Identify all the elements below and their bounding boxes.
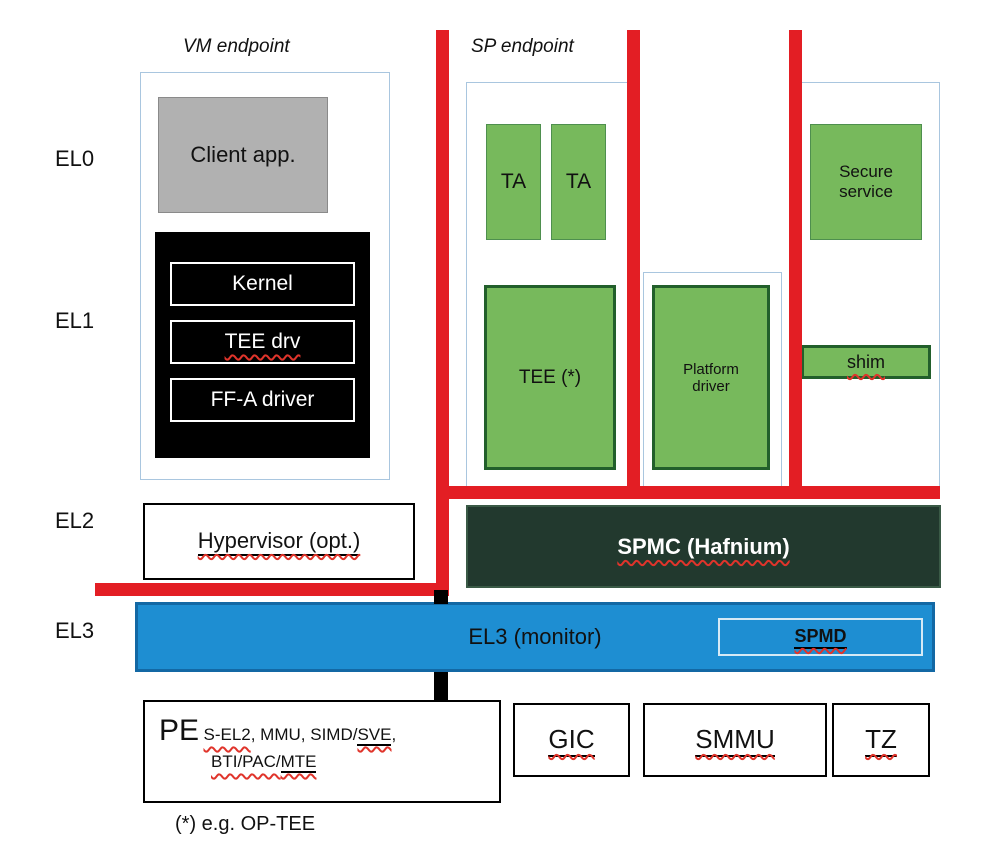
client-app-label: Client app.: [190, 142, 296, 167]
secure-service-label: Secure service: [839, 162, 893, 201]
ta-box-1: TA: [486, 124, 541, 240]
sp-endpoint-title: SP endpoint: [471, 36, 574, 57]
spmc-label: SPMC (Hafnium): [617, 533, 790, 559]
black-connector-top: [434, 590, 448, 604]
spmd-label: SPMD: [794, 626, 847, 649]
platform-driver-label: Platform driver: [683, 360, 739, 395]
black-connector-bottom: [434, 672, 448, 700]
kernel-box: Kernel: [170, 262, 355, 306]
hypervisor-label: Hypervisor (opt.): [197, 528, 361, 556]
pe-line1: PE S-EL2, MMU, SIMD/SVE,: [159, 714, 489, 748]
kernel-stack-container: Kernel TEE drv FF-A driver: [155, 232, 370, 458]
pe-feature-mid: , MMU, SIMD/: [250, 725, 358, 744]
el3-monitor-bar: EL3 (monitor): [135, 602, 935, 672]
secure-service-box: Secure service: [810, 124, 922, 240]
tz-box: TZ: [832, 703, 930, 777]
pe-feature-mte: MTE: [280, 752, 317, 773]
pe-label: PE: [159, 714, 200, 747]
tee-drv-label: TEE drv: [224, 330, 301, 353]
kernel-label: Kernel: [232, 272, 293, 295]
el3-monitor-label: EL3 (monitor): [468, 624, 602, 649]
shim-label: shim: [846, 351, 885, 372]
hypervisor-box: Hypervisor (opt.): [143, 503, 415, 580]
pe-box: PE S-EL2, MMU, SIMD/SVE, BTI/PAC/MTE: [143, 700, 501, 803]
pe-feature-comma: ,: [391, 725, 397, 744]
pe-feature-sve: SVE: [357, 725, 392, 746]
footnote: (*) e.g. OP-TEE: [175, 813, 316, 835]
red-separator-vertical-2: [627, 30, 640, 499]
vm-endpoint-title: VM endpoint: [183, 36, 290, 57]
tee-label: TEE (*): [518, 366, 582, 388]
pe-feature-bti-pac: BTI/PAC/: [211, 752, 281, 771]
ta-box-2: TA: [551, 124, 606, 240]
smmu-box: SMMU: [643, 703, 827, 777]
gic-label: GIC: [548, 724, 595, 757]
ta-label-2: TA: [565, 170, 592, 193]
tz-label: TZ: [865, 724, 897, 757]
client-app-box: Client app.: [158, 97, 328, 213]
red-separator-horizontal-left: [95, 583, 447, 596]
red-separator-vertical-3: [789, 30, 802, 499]
el2-label: EL2: [55, 508, 95, 533]
el1-label: EL1: [55, 308, 95, 333]
tee-drv-box: TEE drv: [170, 320, 355, 364]
ffa-driver-label: FF-A driver: [210, 388, 315, 411]
pe-line2: BTI/PAC/MTE: [211, 752, 489, 773]
spmc-box: SPMC (Hafnium): [466, 505, 941, 588]
ta-label-1: TA: [500, 170, 527, 193]
red-separator-horizontal-right: [443, 486, 940, 499]
spmd-box: SPMD: [718, 618, 923, 656]
ffa-driver-box: FF-A driver: [170, 378, 355, 422]
el0-label: EL0: [55, 146, 95, 171]
smmu-label: SMMU: [695, 724, 775, 757]
tee-box: TEE (*): [484, 285, 616, 470]
pe-feature-s-el2: S-EL2: [203, 725, 251, 744]
platform-driver-box: Platform driver: [652, 285, 770, 470]
red-separator-vertical-1: [436, 30, 449, 596]
el3-label: EL3: [55, 618, 95, 643]
shim-box: shim: [801, 345, 931, 379]
gic-box: GIC: [513, 703, 630, 777]
